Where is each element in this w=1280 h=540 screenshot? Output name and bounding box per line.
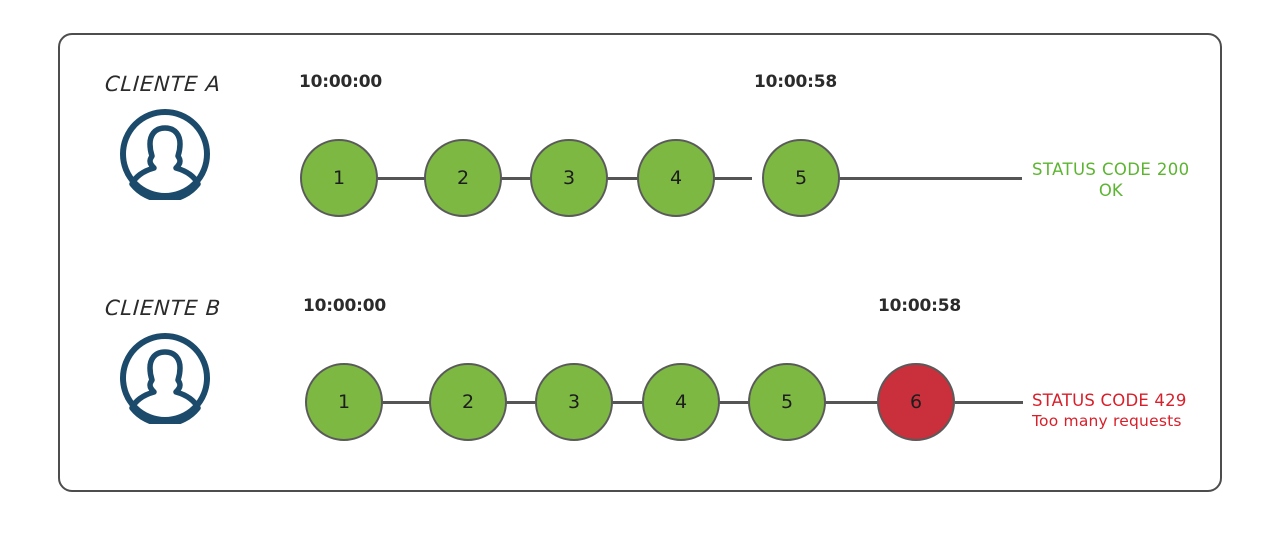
user-avatar-icon <box>117 108 213 200</box>
connector-line <box>377 401 439 404</box>
status-message-line: Too many requests <box>1032 411 1182 430</box>
request-node[interactable]: 1 <box>305 363 383 441</box>
diagram-frame <box>58 33 1222 492</box>
request-node[interactable]: 2 <box>424 139 502 217</box>
connector-line <box>584 177 646 180</box>
client-label-b: CLIENTE B <box>104 296 222 320</box>
request-node[interactable]: 3 <box>535 363 613 441</box>
request-chain-a: 1 2 3 4 5 <box>0 100 1280 217</box>
timestamp-start-a: 10:00:00 <box>299 72 382 92</box>
status-code-line: STATUS CODE 200 <box>1032 160 1190 179</box>
request-node[interactable]: 4 <box>642 363 720 441</box>
timestamp-start-b: 10:00:00 <box>303 296 386 316</box>
connector-line <box>690 177 752 180</box>
request-node[interactable]: 1 <box>300 139 378 217</box>
connector-line <box>695 401 757 404</box>
client-row-b: CLIENTE B 10:00:00 10:00:58 1 2 3 4 5 6 … <box>0 296 1280 486</box>
request-node-blocked[interactable]: 6 <box>877 363 955 441</box>
connector-line <box>801 401 879 404</box>
request-node[interactable]: 5 <box>748 363 826 441</box>
status-badge-a: STATUS CODE 200 OK <box>1032 160 1190 201</box>
status-code-line: STATUS CODE 429 <box>1032 391 1187 410</box>
connector-line <box>589 401 651 404</box>
request-chain-b: 1 2 3 4 5 6 <box>0 324 1280 441</box>
request-node[interactable]: 5 <box>762 139 840 217</box>
timestamp-end-a: 10:00:58 <box>754 72 837 92</box>
connector-line-to-status <box>796 177 1022 180</box>
connector-line <box>372 177 434 180</box>
connector-line-to-status <box>955 401 1023 404</box>
user-avatar-icon <box>117 332 213 424</box>
client-row-a: CLIENTE A 10:00:00 10:00:58 1 2 3 4 5 ST… <box>0 72 1280 262</box>
connector-line <box>478 177 540 180</box>
status-message-line: OK <box>1098 180 1123 200</box>
client-label-a: CLIENTE A <box>104 72 222 96</box>
timestamp-end-b: 10:00:58 <box>878 296 961 316</box>
request-node[interactable]: 3 <box>530 139 608 217</box>
request-node[interactable]: 4 <box>637 139 715 217</box>
request-node[interactable]: 2 <box>429 363 507 441</box>
status-badge-b: STATUS CODE 429 Too many requests <box>1032 391 1187 431</box>
connector-line <box>483 401 545 404</box>
